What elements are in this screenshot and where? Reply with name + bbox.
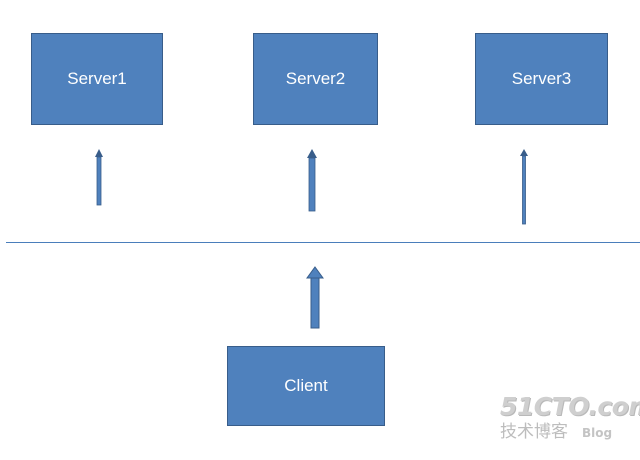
network-divider (6, 242, 640, 243)
watermark-logo: 51CTO.com (500, 392, 640, 421)
server1-node: Server1 (31, 33, 163, 125)
client-label: Client (284, 376, 328, 395)
server1-label: Server1 (67, 69, 127, 88)
watermark-subtitle-row: 技术博客 Blog (500, 422, 630, 443)
watermark-subtitle: 技术博客 (500, 422, 568, 442)
client-node: Client (227, 346, 385, 426)
watermark: 51CTO.com 技术博客 Blog (500, 392, 640, 452)
arrow-from-client (306, 266, 324, 329)
server3-node: Server3 (475, 33, 608, 125)
server2-label: Server2 (285, 69, 346, 88)
server3-label: Server3 (511, 69, 572, 88)
arrow-to-server1 (95, 149, 103, 206)
watermark-blog: Blog (582, 426, 613, 440)
arrow-to-server3 (520, 149, 528, 225)
arrow-to-server2 (307, 149, 317, 212)
server2-node: Server2 (253, 33, 378, 125)
